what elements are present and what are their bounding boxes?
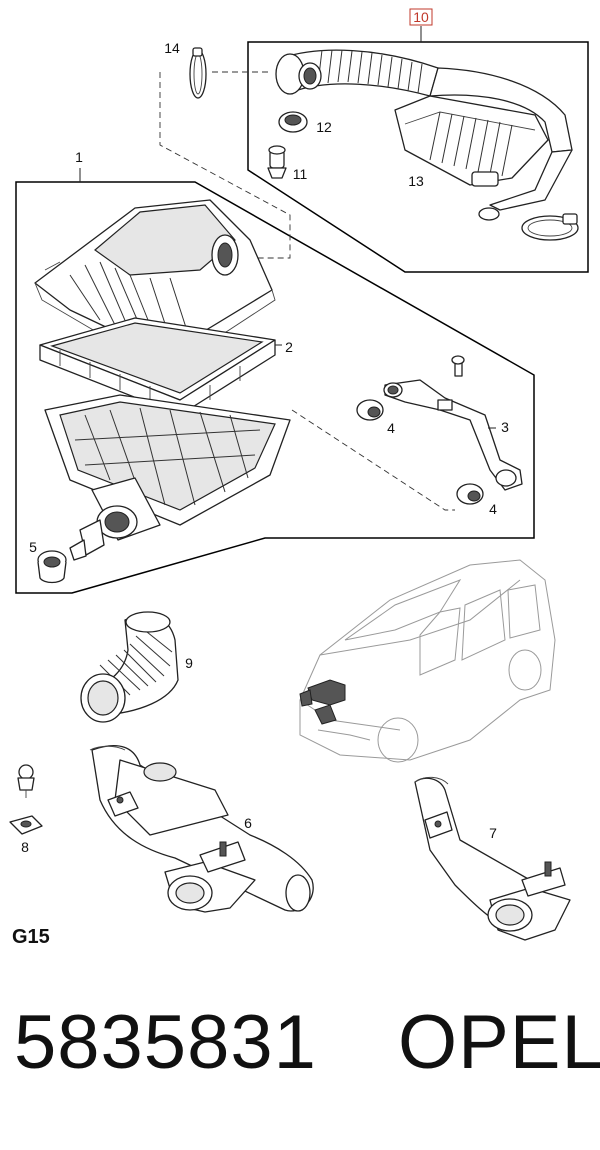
callout-10-box: [409, 8, 433, 26]
callout-10: 10: [413, 9, 429, 25]
part-2-filter-element: [39, 317, 276, 416]
callout-13: 13: [408, 173, 424, 189]
part-1-air-cleaner-lower: [44, 394, 291, 561]
part-4-grommet-a: [356, 399, 384, 421]
part-14-clamp: [189, 47, 207, 99]
callout-9: 9: [185, 655, 193, 671]
parts-diagram: 10 14 12 11 13 1 2 3 4 4 5 9 6 7 8: [9, 8, 589, 941]
group-code: G15: [12, 926, 50, 948]
part-3-bracket: [383, 355, 523, 491]
callout-12: 12: [316, 119, 332, 135]
callout-5: 5: [29, 539, 37, 555]
callout-1: 1: [75, 149, 83, 165]
dashed-connector-lines: [159, 71, 455, 511]
part-12-grommet: [278, 111, 308, 133]
callout-4-lower: 4: [489, 501, 497, 517]
part-13-intake-duct: [275, 49, 579, 241]
callout-8: 8: [21, 839, 29, 855]
car-illustration: [299, 559, 556, 763]
callout-6: 6: [244, 815, 252, 831]
callout-labels: 10 14 12 11 13 1 2 3 4 4 5 9 6 7 8: [21, 9, 509, 855]
part-4-grommet-b: [456, 483, 484, 505]
callout-4-upper: 4: [387, 420, 395, 436]
part-5-sleeve: [37, 550, 67, 584]
brand-name: OPEL: [398, 1000, 600, 1085]
part-7-air-duct: [414, 776, 571, 941]
part-1-air-cleaner-cover: [34, 199, 276, 373]
callout-7: 7: [489, 825, 497, 841]
part-6-air-duct: [89, 745, 314, 913]
part-9-hose: [80, 611, 179, 723]
group-1-frame: [15, 168, 535, 594]
callout-11: 11: [293, 166, 308, 182]
part-number: 5835831: [14, 1000, 317, 1085]
part-11-sensor: [267, 145, 287, 179]
callout-3: 3: [501, 419, 509, 435]
callout-14: 14: [164, 40, 180, 56]
part-8-clip: [9, 764, 43, 835]
callout-2: 2: [285, 339, 293, 355]
group-10-frame: [247, 8, 589, 273]
callout-leaders: [275, 344, 496, 429]
